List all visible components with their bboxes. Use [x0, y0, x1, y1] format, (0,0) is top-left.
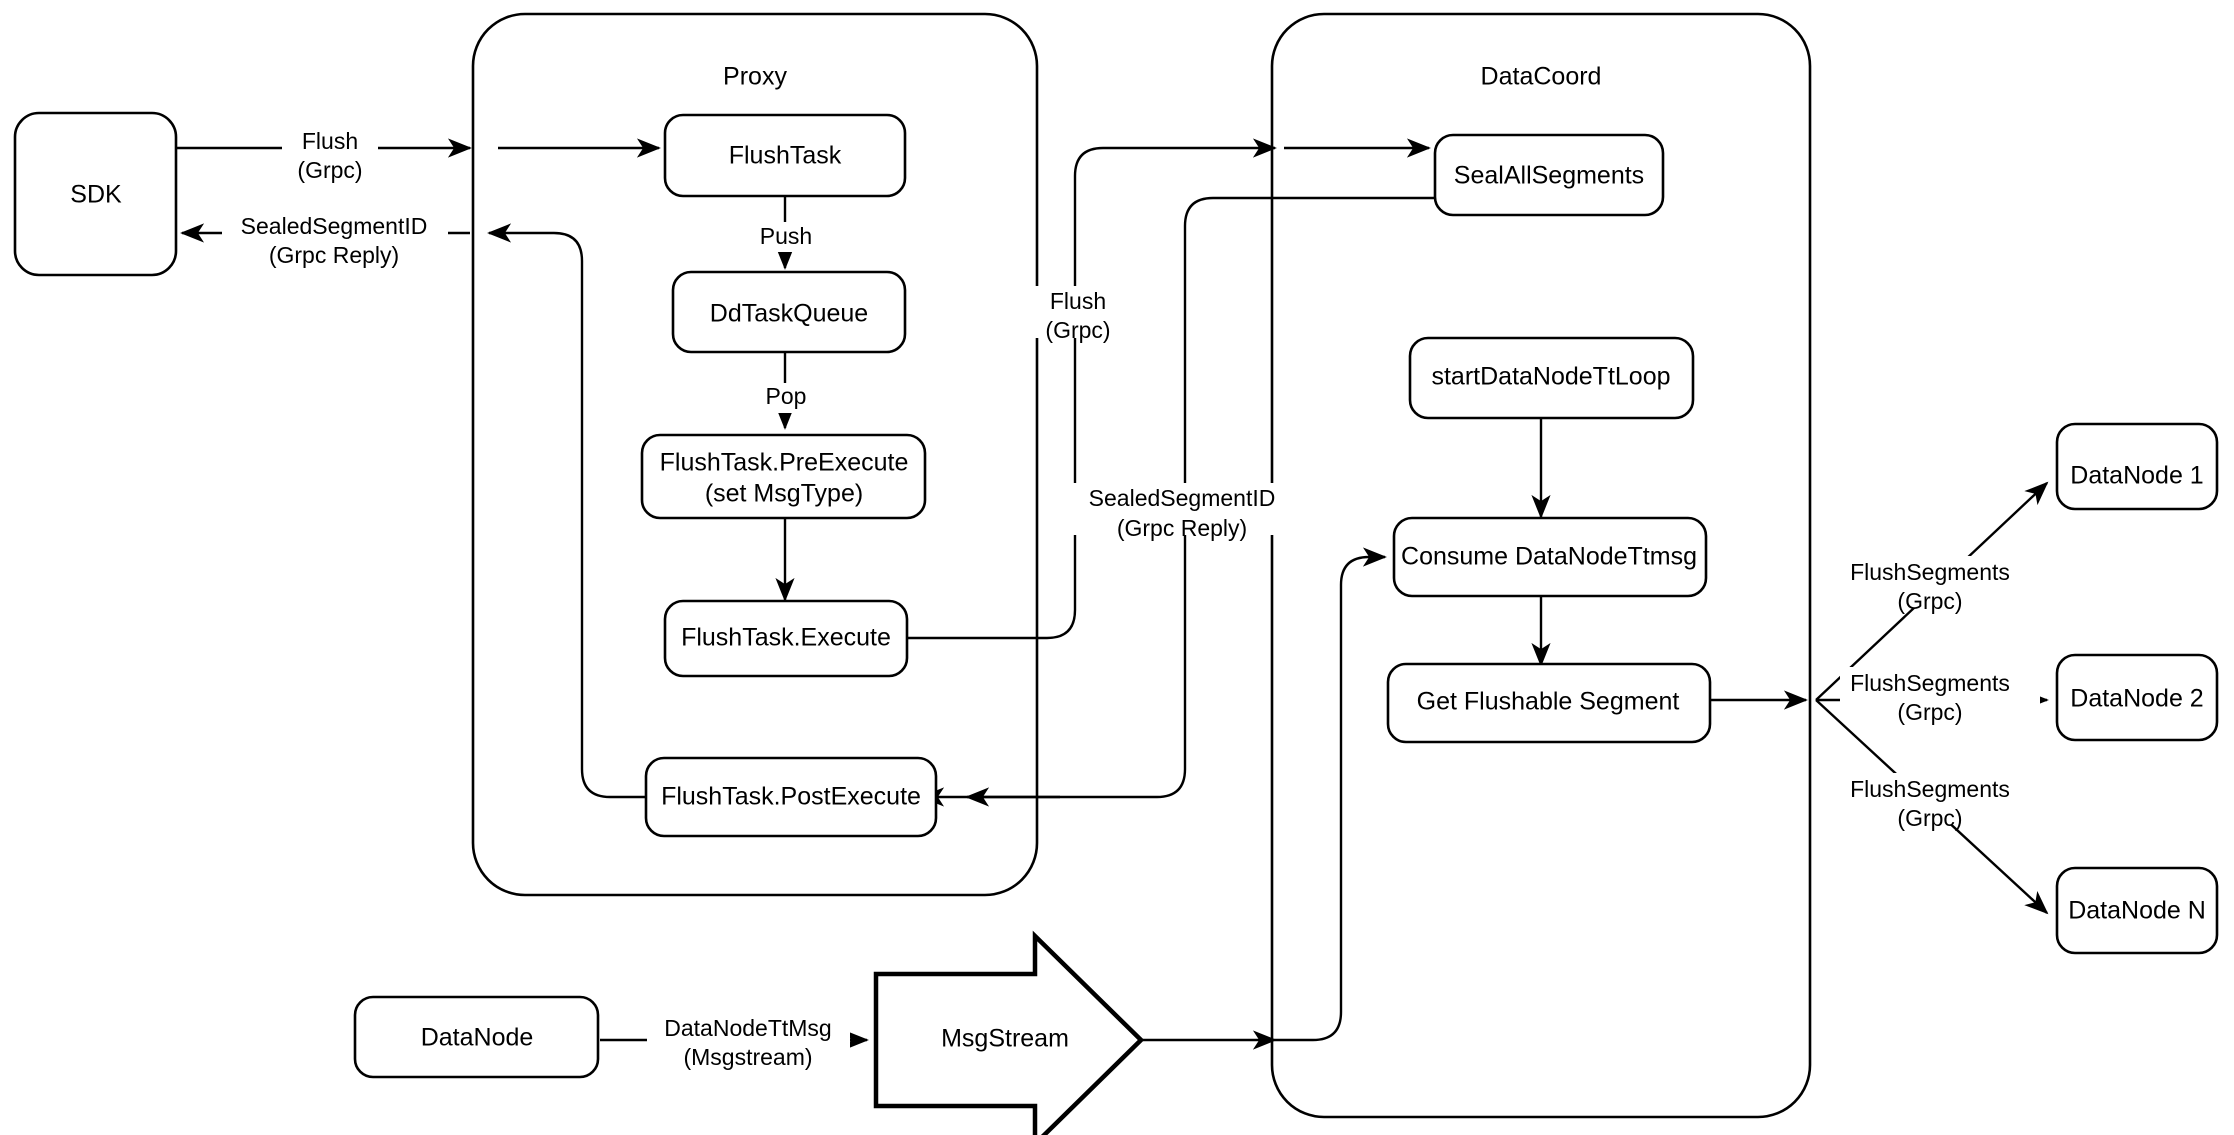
label-backdrop [1840, 667, 2040, 719]
edge-label-flush-segments-1: FlushSegments (Grpc) [1840, 556, 2040, 614]
sealallsegments-box[interactable] [1433, 133, 1665, 217]
proxy-container-boundary [471, 12, 1039, 897]
sealedsegmentid-reply-label-line1: SealedSegmentID [241, 213, 428, 239]
label-backdrop [1840, 556, 2040, 608]
pop-label: Pop [766, 383, 807, 409]
sdk-box[interactable] [13, 111, 178, 277]
container-proxy: Proxy [471, 12, 1039, 897]
consume-datanode-ttmsg-box[interactable] [1392, 516, 1708, 598]
sealallsegments-label: SealAllSegments [1454, 162, 1644, 190]
push-label: Push [760, 223, 812, 249]
flushtask-execute-label: FlushTask.Execute [681, 624, 891, 652]
edge-datacoord-stream-to-consume [1275, 547, 1387, 1042]
ddtaskqueue-box[interactable] [671, 270, 907, 354]
datanode-1-box[interactable] [2055, 422, 2219, 511]
flush-grpc-datacoord-label-line1: Flush [1050, 288, 1106, 314]
node-flushtask-preexecute[interactable]: FlushTask.PreExecute (set MsgType) [640, 433, 927, 520]
get-flushable-segment-box[interactable] [1386, 662, 1712, 744]
flush-grpc-datacoord-label-line2: (Grpc) [1045, 317, 1110, 343]
flushtask-postexecute-box[interactable] [644, 756, 938, 838]
datanode-1-label: DataNode 1 [2070, 462, 2203, 490]
flushtask-preexecute-label-line1: FlushTask.PreExecute [660, 449, 909, 477]
label-backdrop [752, 383, 820, 413]
node-flushtask-postexecute[interactable]: FlushTask.PostExecute [644, 756, 938, 838]
node-datanode-2[interactable]: DataNode 2 [2055, 653, 2219, 742]
datacoord-container-label: DataCoord [1481, 63, 1602, 91]
datanode-2-label: DataNode 2 [2070, 685, 2203, 713]
datanode-ttmsg-label-line2: (Msgstream) [683, 1044, 812, 1070]
flush-segments-1-label-line2: (Grpc) [1897, 588, 1962, 614]
edge-label-datanode-ttmsg: DataNodeTtMsg (Msgstream) [647, 1013, 850, 1070]
datanode-bottom-box[interactable] [353, 995, 600, 1079]
node-sdk[interactable]: SDK [13, 111, 178, 277]
edge-label-flush-segments-n: FlushSegments (Grpc) [1840, 773, 2040, 831]
flushtask-execute-box[interactable] [663, 599, 909, 678]
sdk-label: SDK [70, 181, 122, 209]
edge-label-datacoord-to-proxy-reply: SealedSegmentID (Grpc Reply) [1072, 483, 1298, 541]
label-backdrop [1030, 286, 1126, 338]
datacoord-container-boundary [1270, 12, 1812, 1119]
sealedsegmentid-reply-label-line2: (Grpc Reply) [269, 242, 399, 268]
ddtaskqueue-label: DdTaskQueue [710, 300, 868, 328]
flushtask-preexecute-label-line2: (set MsgType) [705, 480, 863, 508]
label-backdrop [222, 211, 448, 263]
flush-segments-n-label-line1: FlushSegments [1850, 776, 2010, 802]
start-datanode-tt-loop-box[interactable] [1408, 336, 1695, 420]
node-consume-datanode-ttmsg[interactable]: Consume DataNodeTtmsg [1392, 516, 1708, 598]
datanode-2-box[interactable] [2055, 653, 2219, 742]
flushtask-preexecute-box[interactable] [640, 433, 927, 520]
get-flushable-segment-label: Get Flushable Segment [1417, 688, 1680, 716]
node-msgstream[interactable]: MsgStream [873, 930, 1145, 1135]
flush-grpc-label-line2: (Grpc) [297, 157, 362, 183]
edge-label-push: Push [750, 222, 822, 252]
node-flushtask[interactable]: FlushTask [663, 113, 907, 198]
sealedsegmentid-datacoord-label-line2: (Grpc Reply) [1117, 515, 1247, 541]
edge-label-sdk-to-proxy-flush: Flush (Grpc) [282, 126, 378, 183]
node-ddtaskqueue[interactable]: DdTaskQueue [671, 270, 907, 354]
flushtask-label: FlushTask [729, 142, 842, 170]
edge-postexecute-to-sdk-reply [487, 223, 659, 799]
datanode-n-box[interactable] [2055, 866, 2219, 955]
flush-segments-2-label-line2: (Grpc) [1897, 699, 1962, 725]
node-flushtask-execute[interactable]: FlushTask.Execute [663, 599, 909, 678]
flushtask-box[interactable] [663, 113, 907, 198]
flush-segments-2-label-line1: FlushSegments [1850, 670, 2010, 696]
start-datanode-tt-loop-label: startDataNodeTtLoop [1431, 363, 1670, 391]
edge-label-proxy-to-sdk-reply: SealedSegmentID (Grpc Reply) [222, 211, 448, 268]
msgstream-label: MsgStream [941, 1025, 1069, 1053]
edge-label-flush-segments-2: FlushSegments (Grpc) [1840, 667, 2040, 725]
proxy-container-label: Proxy [723, 63, 787, 91]
node-get-flushable-segment[interactable]: Get Flushable Segment [1386, 662, 1712, 744]
node-datanode-n[interactable]: DataNode N [2055, 866, 2219, 955]
label-backdrop [1840, 773, 2040, 825]
node-start-datanode-tt-loop[interactable]: startDataNodeTtLoop [1408, 336, 1695, 420]
node-datanode-bottom[interactable]: DataNode [353, 995, 600, 1079]
datanode-bottom-label: DataNode [421, 1024, 534, 1052]
sealedsegmentid-datacoord-label-line1: SealedSegmentID [1089, 485, 1276, 511]
edge-label-pop: Pop [752, 383, 820, 413]
flush-segments-1-label-line1: FlushSegments [1850, 559, 2010, 585]
label-backdrop [1072, 483, 1298, 535]
datanode-n-label: DataNode N [2068, 897, 2206, 925]
node-sealallsegments[interactable]: SealAllSegments [1433, 133, 1665, 217]
msgstream-arrow-shape[interactable] [873, 930, 1145, 1135]
flushtask-postexecute-label: FlushTask.PostExecute [661, 783, 921, 811]
datanode-ttmsg-label-line1: DataNodeTtMsg [664, 1015, 831, 1041]
edge-label-proxy-to-datacoord-flush: Flush (Grpc) [1030, 286, 1126, 343]
edge-execute-to-datacoord-flush [907, 138, 1277, 640]
node-datanode-1[interactable]: DataNode 1 [2055, 422, 2219, 511]
consume-datanode-ttmsg-label: Consume DataNodeTtmsg [1401, 543, 1697, 571]
label-backdrop [750, 222, 822, 252]
flush-segments-n-label-line2: (Grpc) [1897, 805, 1962, 831]
flush-grpc-label-line1: Flush [302, 128, 358, 154]
container-datacoord: DataCoord [1270, 12, 1812, 1119]
label-backdrop [282, 126, 378, 178]
label-backdrop [647, 1013, 850, 1065]
